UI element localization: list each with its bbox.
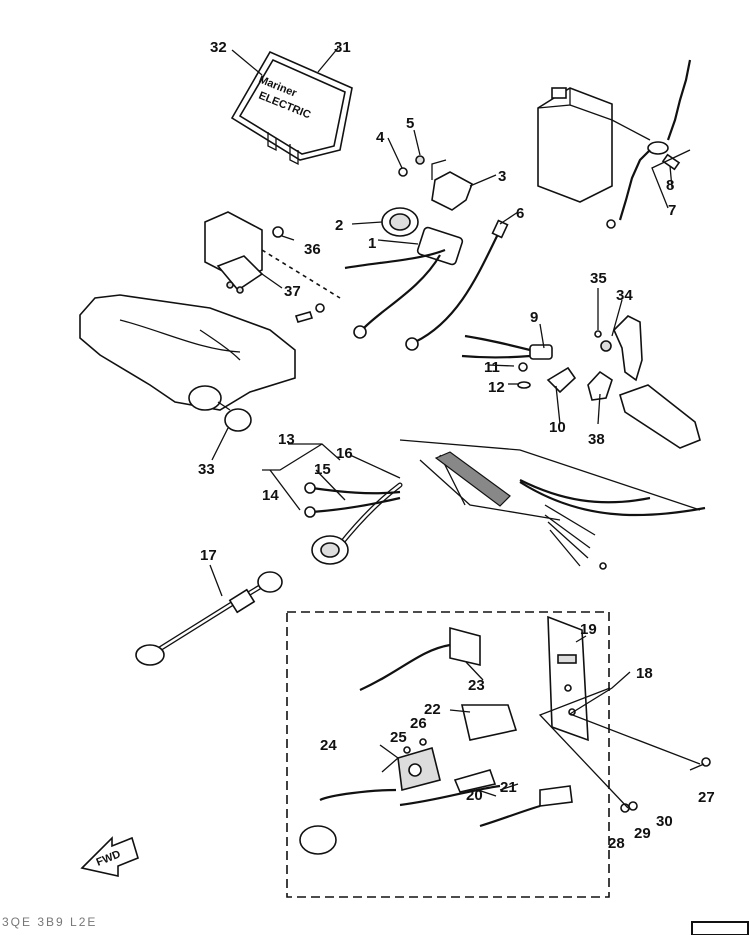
callout-38: 38	[588, 431, 605, 448]
relay-assembly	[344, 155, 509, 351]
callout-24: 24	[320, 737, 337, 754]
lever-assembly	[461, 315, 701, 449]
decal-plate: Mariner ELECTRIC	[230, 50, 353, 166]
callout-30: 30	[656, 813, 673, 830]
callout-7: 7	[668, 202, 676, 219]
page-code: 3QE 3B9 L2E	[2, 915, 97, 929]
callout-11: 11	[484, 359, 500, 376]
callout-33: 33	[198, 461, 215, 478]
callout-17: 17	[200, 547, 217, 564]
callout-6: 6	[516, 205, 524, 222]
callout-16: 16	[336, 445, 353, 462]
callout-37: 37	[284, 283, 301, 300]
callout-25: 25	[390, 729, 407, 746]
callout-22: 22	[424, 701, 441, 718]
callout-36: 36	[304, 241, 321, 258]
callout-29: 29	[634, 825, 651, 842]
extension-cable	[135, 571, 283, 666]
callout-31: 31	[334, 39, 351, 56]
remote-components	[299, 626, 711, 855]
callout-27: 27	[698, 789, 715, 806]
callout-15: 15	[314, 461, 331, 478]
callout-8: 8	[666, 177, 674, 194]
corner-tab	[691, 921, 749, 935]
callout-26: 26	[410, 715, 427, 732]
callout-5: 5	[406, 115, 414, 132]
callout-35: 35	[590, 270, 607, 287]
callout-34: 34	[616, 287, 633, 304]
callout-20: 20	[466, 787, 483, 804]
cdi-unit	[537, 59, 692, 229]
callout-32: 32	[210, 39, 227, 56]
remote-control-box	[286, 611, 610, 898]
callout-18: 18	[636, 665, 653, 682]
callout-21: 21	[500, 779, 517, 796]
callout-2: 2	[335, 217, 343, 234]
callout-labels: 32 31 4 5 3 2 1 6 7 8 36 37 35 34 9 11 1…	[198, 39, 715, 852]
callout-12: 12	[488, 379, 505, 396]
callout-13: 13	[278, 431, 295, 448]
callout-19: 19	[580, 621, 597, 638]
leader-lines	[209, 47, 701, 809]
callout-10: 10	[549, 419, 566, 436]
main-harness	[304, 439, 706, 570]
callout-23: 23	[468, 677, 485, 694]
callout-4: 4	[376, 129, 385, 146]
forward-arrow-icon: FWD	[80, 836, 139, 877]
callout-3: 3	[498, 168, 506, 185]
callout-1: 1	[368, 235, 376, 252]
callout-9: 9	[530, 309, 538, 326]
swivel-bracket	[79, 211, 341, 432]
callout-14: 14	[262, 487, 279, 504]
callout-28: 28	[608, 835, 625, 852]
